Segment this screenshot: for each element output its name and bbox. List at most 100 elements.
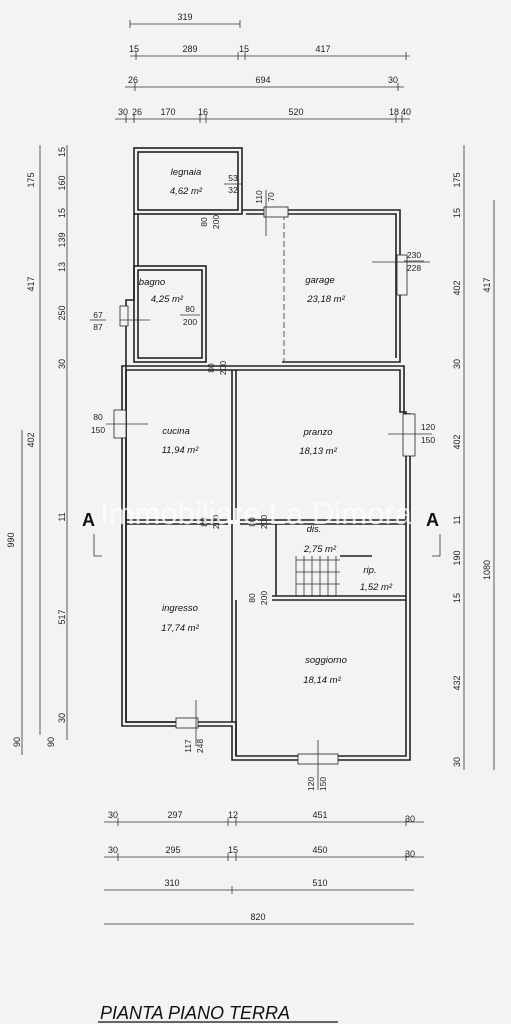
op-pranzo-right-w: 120 bbox=[421, 422, 435, 432]
watermark: Immobiliare La Dimora bbox=[100, 496, 413, 531]
top-dimensions: 319 15 289 15 417 26 694 30 30 26 170 16… bbox=[115, 12, 411, 123]
dim-bottom-3b: 510 bbox=[312, 878, 327, 888]
dim-top-4a: 30 bbox=[118, 107, 128, 117]
dim-bottom-1d: 451 bbox=[312, 810, 327, 820]
dim-left-inner-6: 30 bbox=[57, 359, 67, 369]
op-pranzo-dis-h: 200 bbox=[259, 515, 269, 529]
room-soggiorno-name: soggiorno bbox=[305, 655, 347, 666]
room-labels: legnaia 4,62 m² garage 23,18 m² bagno 4,… bbox=[139, 167, 393, 686]
op-garage-right-h: 228 bbox=[407, 263, 421, 273]
room-legnaia-area: 4,62 m² bbox=[170, 186, 203, 197]
op-bagno-left-w: 67 bbox=[93, 310, 103, 320]
op-bagno-door-h: 200 bbox=[183, 317, 197, 327]
dim-right-inner-5: 11 bbox=[452, 515, 462, 524]
dim-right-inner-4: 402 bbox=[452, 434, 462, 449]
room-pranzo-name: pranzo bbox=[302, 427, 332, 438]
dim-left-mid-3: 90 bbox=[12, 737, 22, 747]
dim-right-outer-1: 1080 bbox=[482, 560, 492, 580]
op-pranzo-dis-w: 80 bbox=[247, 517, 257, 527]
opening-labels: 53 32 110 70 80 200 230 228 67 87 80 200… bbox=[90, 173, 435, 791]
room-cucina-area: 11,94 m² bbox=[162, 445, 200, 456]
op-bagno-door-w: 80 bbox=[185, 304, 195, 314]
dim-top-2c: 15 bbox=[239, 44, 249, 54]
room-garage-name: garage bbox=[305, 275, 335, 286]
dim-right-inner-6: 190 bbox=[452, 550, 462, 565]
dim-left-inner-1: 160 bbox=[57, 175, 67, 190]
dim-right-inner-2: 402 bbox=[452, 280, 462, 295]
op-soggiorno-bottom-w: 120 bbox=[306, 777, 316, 791]
dim-bottom-1c: 12 bbox=[228, 810, 238, 820]
op-ingresso-bottom-h: 248 bbox=[195, 739, 205, 753]
right-dimensions: 175 15 402 30 402 11 190 15 432 30 417 1… bbox=[452, 145, 495, 770]
dim-bottom-2e: 30 bbox=[405, 849, 415, 859]
room-pranzo-area: 18,13 m² bbox=[299, 446, 337, 457]
op-pranzo-right-h: 150 bbox=[421, 435, 435, 445]
op-garage-right-w: 230 bbox=[407, 250, 421, 260]
dim-top-2b: 289 bbox=[182, 44, 197, 54]
dim-right-inner-1: 15 bbox=[452, 208, 462, 218]
dim-left-inner-5: 250 bbox=[57, 305, 67, 320]
op-cucina-top-h: 200 bbox=[218, 361, 228, 375]
dim-left-outer-0: 990 bbox=[6, 532, 16, 547]
op-legnaia-win-h: 32 bbox=[228, 185, 238, 195]
room-dis-area: 2,75 m² bbox=[303, 544, 337, 555]
room-ingresso-name: ingresso bbox=[162, 603, 198, 614]
dim-top-3b: 694 bbox=[255, 75, 270, 85]
room-bagno-area: 4,25 m² bbox=[151, 294, 184, 305]
dim-right-inner-3: 30 bbox=[452, 359, 462, 369]
op-cucina-left-h: 150 bbox=[91, 425, 105, 435]
op-cucina-left-w: 80 bbox=[93, 412, 103, 422]
section-label-left: A bbox=[82, 510, 95, 530]
dim-top-4c: 170 bbox=[160, 107, 175, 117]
dim-left-inner-10: 90 bbox=[46, 737, 56, 747]
room-rip-name: rip. bbox=[363, 565, 376, 576]
dim-right-inner-9: 30 bbox=[452, 757, 462, 767]
room-rip-area: 1,52 m² bbox=[360, 582, 393, 593]
op-ingresso-bottom-w: 117 bbox=[183, 739, 193, 753]
op-cucina-ingresso-w: 80 bbox=[199, 517, 209, 527]
left-dimensions: 15 160 15 139 13 250 30 11 517 30 90 175… bbox=[6, 145, 68, 755]
walls bbox=[106, 147, 432, 790]
dim-bottom-4a: 820 bbox=[250, 912, 265, 922]
dim-left-mid-2: 402 bbox=[26, 432, 36, 447]
op-bagno-left-h: 87 bbox=[93, 322, 103, 332]
dim-top-4g: 40 bbox=[401, 107, 411, 117]
dim-bottom-2b: 295 bbox=[165, 845, 180, 855]
dim-right-outer-0: 417 bbox=[482, 277, 492, 292]
dim-bottom-2d: 450 bbox=[312, 845, 327, 855]
dim-left-mid-0: 175 bbox=[26, 172, 36, 187]
dim-top-4f: 18 bbox=[389, 107, 399, 117]
op-ingresso-soggiorno-w: 80 bbox=[247, 593, 257, 603]
op-soggiorno-bottom-h: 150 bbox=[318, 777, 328, 791]
dim-top-3c: 30 bbox=[388, 75, 398, 85]
room-cucina-name: cucina bbox=[162, 426, 189, 437]
dim-top-1a: 319 bbox=[177, 12, 192, 22]
op-legnaia-door-w: 80 bbox=[199, 217, 209, 227]
op-cucina-ingresso-h: 200 bbox=[211, 515, 221, 529]
dim-top-2d: 417 bbox=[315, 44, 330, 54]
op-ingresso-soggiorno-h: 200 bbox=[259, 591, 269, 605]
op-garage-top-w: 110 bbox=[254, 190, 264, 204]
dim-bottom-2c: 15 bbox=[228, 845, 238, 855]
dim-top-2a: 15 bbox=[129, 44, 139, 54]
op-legnaia-win-w: 53 bbox=[228, 173, 238, 183]
room-bagno-name: bagno bbox=[139, 277, 165, 288]
dim-left-inner-9: 30 bbox=[57, 713, 67, 723]
room-dis-name: dis. bbox=[307, 524, 322, 535]
bottom-dimensions: 30 297 12 451 30 30 295 15 450 30 310 51… bbox=[104, 810, 424, 925]
op-legnaia-door-h: 200 bbox=[211, 215, 221, 229]
room-garage-area: 23,18 m² bbox=[306, 294, 345, 305]
dim-top-3a: 26 bbox=[128, 75, 138, 85]
dim-bottom-1b: 297 bbox=[167, 810, 182, 820]
op-garage-top-h: 70 bbox=[266, 192, 276, 202]
dim-top-4d: 16 bbox=[198, 107, 208, 117]
dim-left-inner-7: 11 bbox=[57, 512, 67, 521]
dim-right-inner-0: 175 bbox=[452, 172, 462, 187]
dim-bottom-1e: 30 bbox=[405, 814, 415, 824]
room-soggiorno-area: 18,14 m² bbox=[303, 675, 341, 686]
room-legnaia-name: legnaia bbox=[171, 167, 202, 178]
dim-left-mid-1: 417 bbox=[26, 276, 36, 291]
dim-bottom-1a: 30 bbox=[108, 810, 118, 820]
